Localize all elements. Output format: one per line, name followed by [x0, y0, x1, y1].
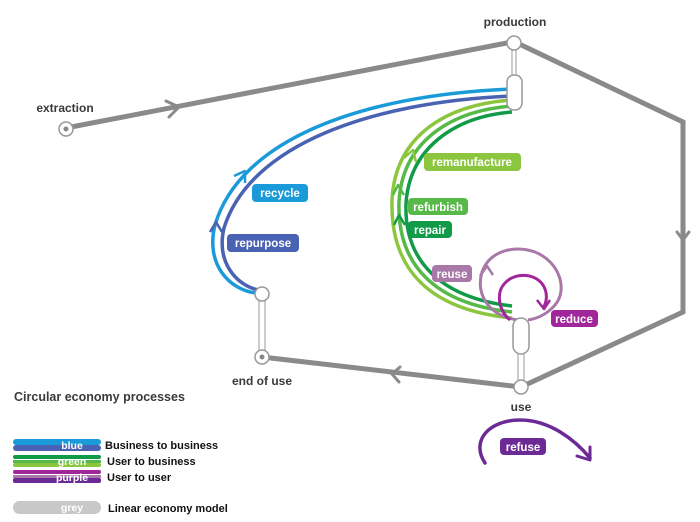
badge-label-refurbish: refurbish	[413, 202, 463, 214]
legend-label-purple: User to user	[107, 472, 172, 484]
legend-key-grey: grey	[61, 502, 83, 514]
badge-refurbish[interactable]: refurbish	[408, 198, 468, 215]
legend-item-green: green User to business	[13, 455, 196, 468]
node-label-use: use	[511, 400, 532, 414]
node-production[interactable]	[506, 35, 523, 111]
arrow-icon	[392, 213, 407, 226]
badge-refuse[interactable]: refuse	[500, 438, 546, 455]
node-extraction[interactable]	[58, 121, 74, 137]
badge-label-repair: repair	[414, 225, 446, 237]
node-end-of-use[interactable]	[254, 286, 270, 365]
flow-use-end-of-use	[261, 354, 522, 390]
badge-reduce[interactable]: reduce	[551, 310, 598, 327]
flow-refurbish	[397, 104, 513, 314]
arrow-icon	[233, 169, 247, 183]
badge-label-reuse: reuse	[437, 269, 468, 281]
purple-flows	[478, 247, 592, 465]
badge-label-reduce: reduce	[555, 314, 593, 326]
badge-reuse[interactable]: reuse	[432, 265, 472, 282]
flow-repair	[404, 110, 513, 308]
legend-label-green: User to business	[107, 456, 196, 468]
legend-item-grey: grey Linear economy model	[13, 501, 228, 515]
arrow-icon	[536, 299, 552, 311]
flow-remanufacture	[390, 98, 513, 320]
legend-item-blue: blue Business to business	[13, 439, 218, 452]
flow-recycle	[211, 87, 513, 295]
badge-repurpose[interactable]: repurpose	[227, 234, 299, 252]
arrow-icon	[164, 99, 181, 119]
node-label-end-of-use: end of use	[232, 374, 292, 388]
flow-refuse	[478, 418, 592, 465]
badge-remanufacture[interactable]: remanufacture	[424, 153, 521, 171]
node-label-extraction: extraction	[36, 101, 93, 115]
badge-recycle[interactable]: recycle	[252, 184, 308, 202]
badge-label-remanufacture: remanufacture	[432, 157, 512, 169]
arrow-icon	[208, 220, 224, 233]
linear-flow	[63, 39, 691, 390]
arrow-icon	[575, 445, 592, 462]
arrow-icon	[390, 365, 402, 384]
badge-label-refuse: refuse	[506, 442, 541, 454]
flow-reduce	[497, 273, 548, 322]
legend-key-green: green	[58, 456, 87, 468]
arrow-icon	[478, 264, 495, 277]
green-flows	[390, 98, 513, 320]
flow-repurpose	[220, 94, 513, 292]
arrow-icon	[391, 183, 406, 196]
legend: Circular economy processes blue Business…	[13, 390, 228, 515]
legend-key-purple: purple	[56, 472, 88, 484]
node-use[interactable]	[512, 317, 530, 395]
badge-repair[interactable]: repair	[408, 221, 452, 238]
arrow-icon	[403, 148, 418, 163]
flow-reuse	[478, 247, 563, 322]
legend-item-purple: purple User to user	[13, 470, 172, 484]
legend-key-blue: blue	[61, 440, 83, 452]
node-label-production: production	[484, 15, 547, 29]
flow-production-use	[513, 39, 686, 390]
flow-extraction-production	[63, 39, 515, 131]
legend-label-blue: Business to business	[105, 440, 218, 452]
legend-title: Circular economy processes	[14, 390, 185, 404]
legend-label-grey: Linear economy model	[108, 503, 228, 515]
badge-label-recycle: recycle	[260, 188, 300, 200]
arrow-icon	[675, 230, 691, 242]
blue-flows	[208, 87, 513, 295]
badge-label-repurpose: repurpose	[235, 238, 291, 250]
